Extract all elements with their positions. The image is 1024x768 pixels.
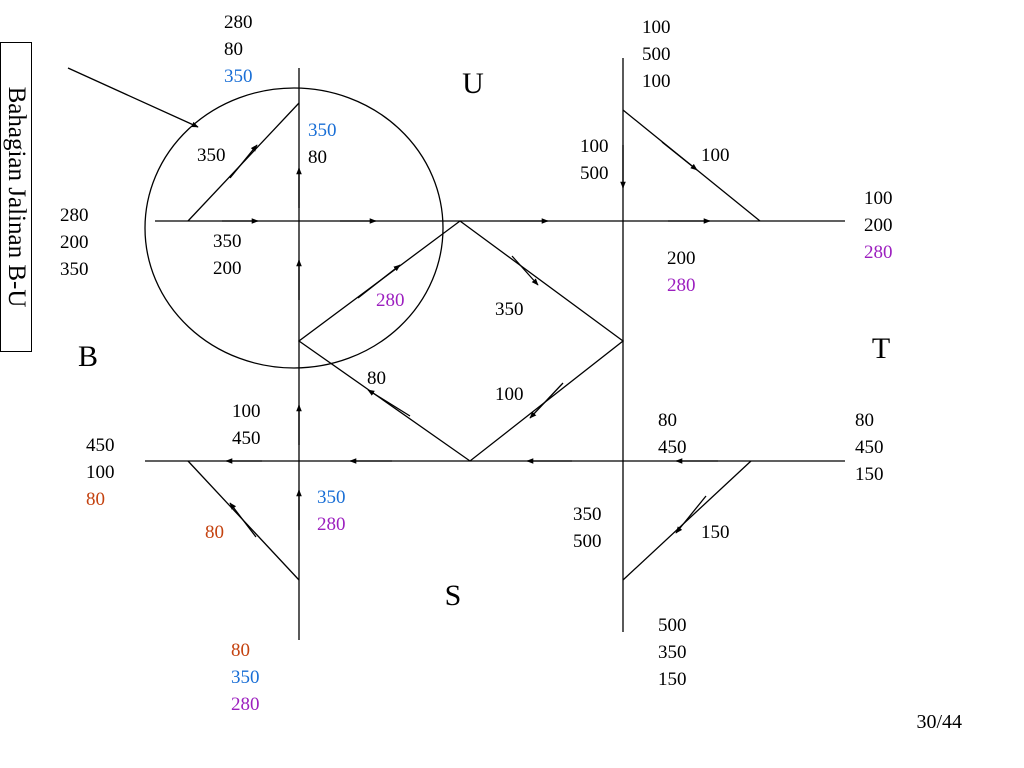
volume-stack-left-upper: 280 200 350: [60, 205, 89, 280]
callout-pointer: [67, 67, 199, 128]
volume-value: 100: [580, 136, 609, 157]
volume-value: 350: [213, 231, 242, 252]
volume-value: 80: [224, 39, 243, 60]
volume-value: 500: [573, 531, 602, 552]
arrow-ramp-nw: [229, 144, 258, 179]
ramp-label-sw-slip: 80: [205, 522, 224, 543]
highlight-circle: [144, 87, 444, 369]
volume-value: 100: [86, 462, 115, 483]
direction-north: U: [462, 67, 484, 100]
volume-value: 450: [855, 437, 884, 458]
volume-value: 500: [642, 44, 671, 65]
volume-value: 350: [658, 642, 687, 663]
volume-stack-right-lower: 80 450 150: [855, 410, 884, 485]
volume-value: 80: [658, 410, 677, 431]
volume-value: 150: [658, 669, 687, 690]
volume-stack-top-right: 100 500 100: [642, 17, 671, 92]
roads: [145, 58, 845, 640]
direction-east: T: [872, 332, 890, 365]
direction-west: B: [78, 340, 98, 373]
ramp-label-diamond-se: 100: [495, 384, 524, 405]
volume-value: 200: [60, 232, 89, 253]
ramp-label-nw-slip: 350: [197, 145, 226, 166]
arrow-diamond-ne: [511, 255, 539, 286]
volume-value: 150: [855, 464, 884, 485]
ramp-diamond: [297, 220, 625, 462]
volume-stack-right-upper: 100 200 280: [864, 188, 893, 263]
side-label-box: Bahagian Jalinan B-U: [0, 42, 32, 352]
ramps: [187, 102, 761, 581]
arrow-diamond-se: [529, 382, 564, 419]
volume-value: 280: [317, 514, 346, 535]
volume-value: 350: [60, 259, 89, 280]
volume-value: 450: [658, 437, 687, 458]
volume-value: 280: [667, 275, 696, 296]
volume-value: 350: [573, 504, 602, 525]
ramp-se: [622, 460, 752, 581]
arrow-ramp-se: [675, 495, 707, 534]
volume-value: 80: [308, 147, 327, 168]
volume-value: 450: [86, 435, 115, 456]
volume-value: 450: [232, 428, 261, 449]
volume-value: 500: [580, 163, 609, 184]
volume-value: 200: [213, 258, 242, 279]
direction-south: S: [445, 579, 462, 612]
volume-value: 100: [642, 71, 671, 92]
ramp-label-diamond-ne: 350: [495, 299, 524, 320]
volume-value: 280: [231, 694, 260, 715]
volume-value: 350: [317, 487, 346, 508]
ramp-label-diamond-sw: 80: [367, 368, 386, 389]
volume-value: 350: [224, 66, 253, 87]
arrow-ramp-ne: [661, 141, 698, 171]
ramp-label-se-slip: 150: [701, 522, 730, 543]
volume-value: 200: [864, 215, 893, 236]
volume-value: 280: [864, 242, 893, 263]
volume-stack-bottom-right: 500 350 150: [658, 615, 687, 690]
volume-value: 100: [864, 188, 893, 209]
volume-value: 100: [232, 401, 261, 422]
flow-arrows: [222, 141, 718, 538]
volume-value: 200: [667, 248, 696, 269]
volume-value: 280: [60, 205, 89, 226]
ramp-label-diamond-nw: 280: [376, 290, 405, 311]
volume-value: 350: [231, 667, 260, 688]
volume-value: 100: [642, 17, 671, 38]
volume-stack-top-left: 280 80 350: [224, 12, 253, 87]
volume-stack-bottom-left: 80 350 280: [231, 640, 260, 715]
volume-value: 80: [86, 489, 105, 510]
page-number: 30/44: [916, 711, 962, 733]
arrow-diamond-sw: [367, 389, 411, 417]
volume-value: 80: [231, 640, 250, 661]
volume-value: 80: [855, 410, 874, 431]
ramp-label-ne-slip: 100: [701, 145, 730, 166]
arrow-ramp-sw: [229, 502, 257, 538]
arrow-diamond-nw: [357, 264, 401, 299]
volume-stack-left-lower: 450 100 80: [86, 435, 115, 510]
volume-value: 500: [658, 615, 687, 636]
volume-value: 350: [308, 120, 337, 141]
volume-value: 280: [224, 12, 253, 33]
